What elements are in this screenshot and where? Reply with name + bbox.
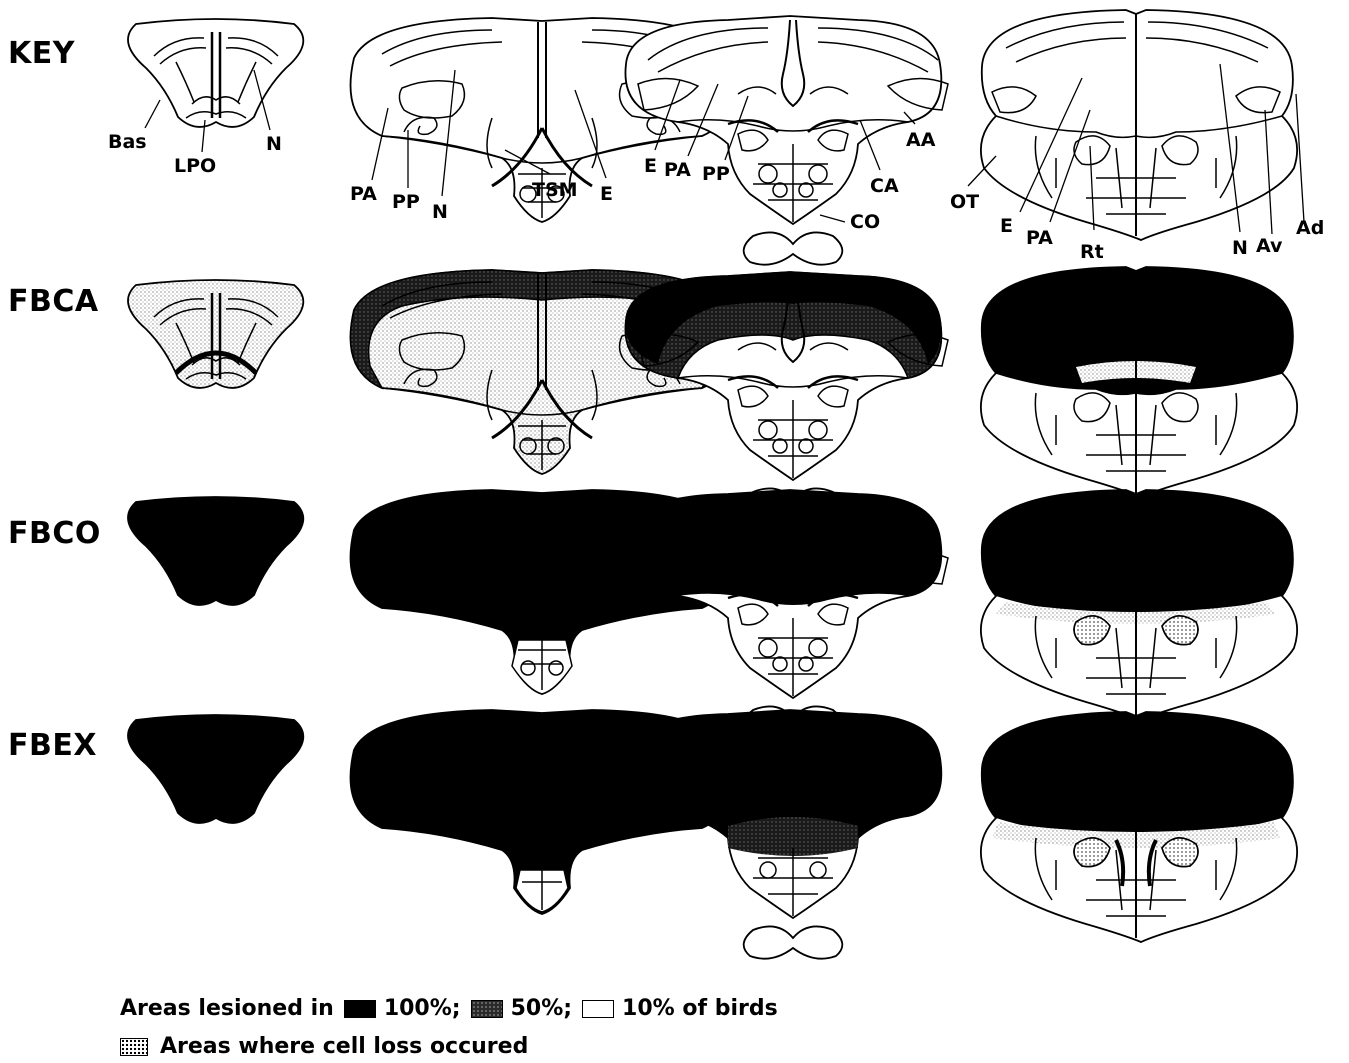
- key-label: PA: [664, 159, 691, 181]
- key-label: E: [600, 183, 613, 205]
- key-label: PA: [1026, 227, 1053, 249]
- key-label: PP: [702, 163, 730, 185]
- key-label: Ad: [1296, 217, 1324, 239]
- key-label: OT: [950, 191, 979, 213]
- fbex-section-3: [625, 710, 941, 959]
- legend-prefix: Areas lesioned in: [120, 996, 334, 1021]
- legend-item-100: 100%;: [384, 996, 461, 1021]
- key-label: N: [266, 133, 282, 155]
- key-section-4: [981, 10, 1297, 240]
- key-section-3: [625, 16, 948, 265]
- swatch-50-percent: [471, 1000, 503, 1018]
- fbca-row: [128, 267, 1297, 521]
- swatch-10-percent: [582, 1000, 614, 1018]
- key-label: LPO: [174, 155, 216, 177]
- key-label: CO: [850, 211, 880, 233]
- legend-cell-loss: Areas where cell loss occured: [160, 1034, 528, 1059]
- key-label: E: [1000, 215, 1013, 237]
- fbex-section-4: [981, 712, 1297, 942]
- fbca-section-4: [981, 267, 1297, 497]
- key-label: CA: [870, 175, 899, 197]
- legend-lesion-line: Areas lesioned in 100%; 50%; 10% of bird…: [120, 996, 778, 1021]
- key-label: N: [1232, 237, 1248, 259]
- fbex-section-1: [128, 715, 303, 823]
- key-label: E: [644, 155, 657, 177]
- swatch-100-percent: [344, 1000, 376, 1018]
- swatch-cell-loss: [120, 1038, 148, 1056]
- key-label: Bas: [108, 131, 147, 153]
- legend-cell-loss-line: Areas where cell loss occured: [120, 1034, 528, 1059]
- key-row: Bas LPO N PA PP N TSM E E PA PP CA AA CO…: [108, 10, 1324, 265]
- fbco-section-3: [625, 490, 948, 739]
- row-label-fbca: FBCA: [8, 284, 99, 319]
- fbco-row: [128, 490, 1297, 739]
- fbco-section-1: [128, 497, 303, 605]
- key-label: N: [432, 201, 448, 223]
- row-label-fbco: FBCO: [8, 516, 101, 551]
- key-label: PA: [350, 183, 377, 205]
- row-label-key: KEY: [8, 36, 75, 71]
- key-label: TSM: [532, 179, 578, 201]
- key-label: AA: [906, 129, 936, 151]
- legend-item-50: 50%;: [511, 996, 572, 1021]
- fbca-section-1: [128, 280, 303, 388]
- fbca-section-3: [625, 272, 948, 521]
- key-label: PP: [392, 191, 420, 213]
- key-label: Rt: [1080, 241, 1104, 263]
- fbco-section-4: [981, 490, 1297, 720]
- legend-item-10: 10% of birds: [622, 996, 778, 1021]
- fbex-row: [128, 710, 1297, 959]
- row-label-fbex: FBEX: [8, 728, 97, 763]
- key-label: Av: [1256, 235, 1283, 257]
